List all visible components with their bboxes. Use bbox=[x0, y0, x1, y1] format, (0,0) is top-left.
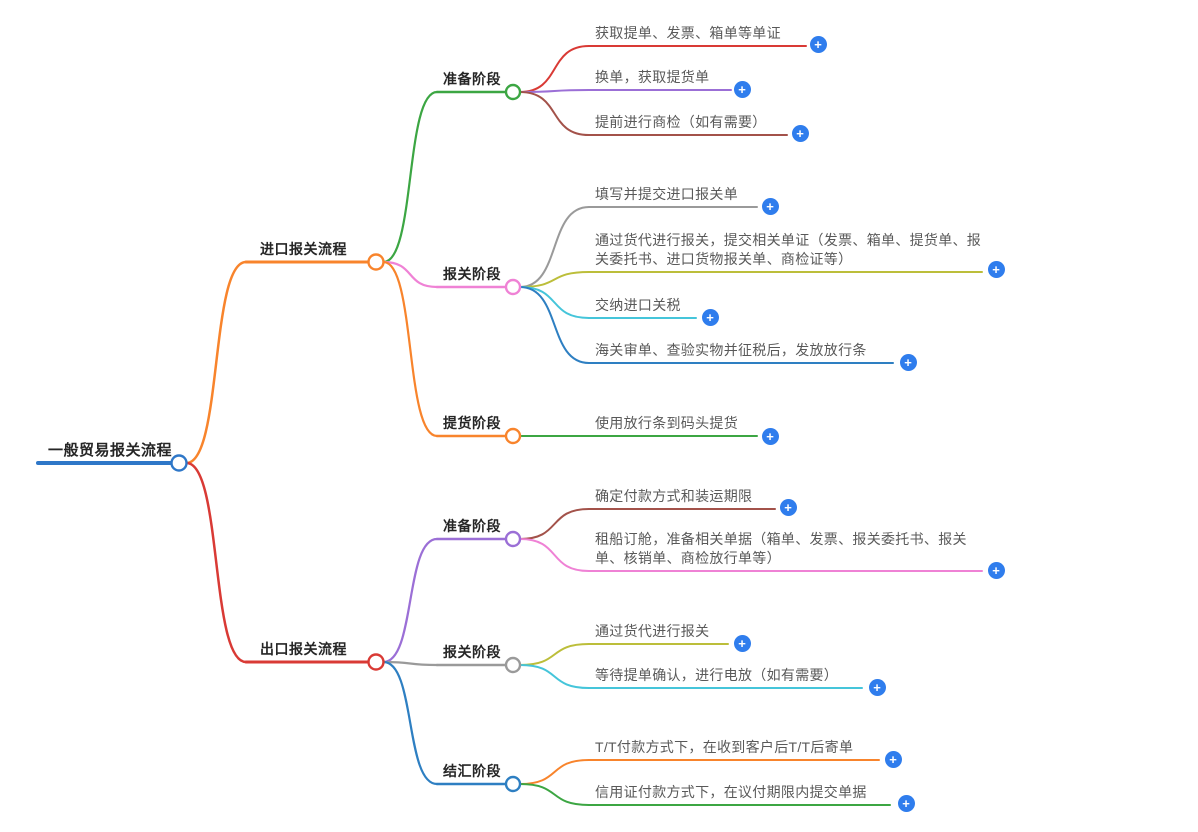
leaf-node-0-0-2-add-button[interactable]: + bbox=[791, 124, 809, 142]
connector-branch-stage bbox=[382, 260, 439, 438]
leaf-node-0-1-1-add-button[interactable]: + bbox=[987, 260, 1005, 278]
leaf-node-1-0-1-add-button[interactable]: + bbox=[987, 561, 1005, 579]
leaf-node-1-2-1[interactable]: 信用证付款方式下，在议付期限内提交单据 bbox=[595, 784, 867, 800]
stage-node-1-2[interactable]: 结汇阶段 bbox=[443, 763, 501, 779]
branch-handle-0[interactable] bbox=[367, 253, 385, 271]
plus-icon: + bbox=[706, 309, 714, 325]
leaf-node-0-2-0-add-button[interactable]: + bbox=[761, 427, 779, 445]
connector-stage-leaf bbox=[519, 783, 590, 806]
leaf-node-0-2-0[interactable]: 使用放行条到码头提货 bbox=[595, 415, 738, 431]
stage-node-0-2[interactable]: 提货阶段 bbox=[443, 415, 501, 431]
stage-node-1-0[interactable]: 准备阶段 bbox=[443, 518, 501, 534]
connector-branch-stage bbox=[382, 660, 439, 667]
connector-root-branch bbox=[185, 461, 248, 664]
connector-stage-leaf bbox=[519, 91, 590, 136]
connector-stage-leaf bbox=[519, 271, 590, 288]
plus-icon: + bbox=[766, 428, 774, 444]
stage-handle-0-1[interactable] bbox=[504, 278, 522, 296]
connector-stage-leaf bbox=[519, 538, 590, 572]
connector-stage-leaf bbox=[519, 206, 590, 288]
leaf-node-0-0-1-add-button[interactable]: + bbox=[733, 80, 751, 98]
branch-node-0[interactable]: 进口报关流程 bbox=[260, 241, 347, 257]
leaf-node-0-1-2[interactable]: 交纳进口关税 bbox=[595, 297, 681, 313]
leaf-node-1-1-1-add-button[interactable]: + bbox=[868, 678, 886, 696]
connector-stage-leaf bbox=[519, 508, 590, 540]
leaf-node-0-1-3-add-button[interactable]: + bbox=[899, 353, 917, 371]
leaf-node-1-2-0[interactable]: T/T付款方式下，在收到客户后T/T后寄单 bbox=[595, 739, 854, 755]
plus-icon: + bbox=[796, 125, 804, 141]
plus-icon: + bbox=[992, 562, 1000, 578]
connector-branch-stage bbox=[382, 537, 439, 664]
plus-icon: + bbox=[738, 81, 746, 97]
leaf-node-1-2-1-add-button[interactable]: + bbox=[897, 794, 915, 812]
stage-handle-1-0[interactable] bbox=[504, 530, 522, 548]
root-node[interactable]: 一般贸易报关流程 bbox=[48, 442, 173, 459]
connector-stage-leaf bbox=[519, 286, 590, 364]
leaf-node-1-0-1[interactable]: 租船订舱，准备相关单据（箱单、发票、报关委托书、报关单、核销单、商检放行单等） bbox=[595, 531, 967, 566]
leaf-node-1-0-0[interactable]: 确定付款方式和装运期限 bbox=[595, 488, 753, 504]
branch-handle-1[interactable] bbox=[367, 653, 385, 671]
plus-icon: + bbox=[873, 679, 881, 695]
leaf-node-1-1-0[interactable]: 通过货代进行报关 bbox=[595, 623, 710, 639]
connector-branch-stage bbox=[382, 660, 439, 786]
leaf-node-0-0-1[interactable]: 换单，获取提货单 bbox=[595, 69, 710, 85]
stage-node-0-1[interactable]: 报关阶段 bbox=[443, 266, 501, 282]
plus-icon: + bbox=[889, 751, 897, 767]
connector-stage-leaf bbox=[519, 89, 590, 93]
connector-stage-leaf bbox=[519, 643, 590, 666]
connector-branch-stage bbox=[382, 90, 439, 264]
leaf-node-0-1-0-add-button[interactable]: + bbox=[761, 197, 779, 215]
stage-node-1-1[interactable]: 报关阶段 bbox=[443, 644, 501, 660]
connector-stage-leaf bbox=[519, 45, 590, 93]
plus-icon: + bbox=[784, 499, 792, 515]
plus-icon: + bbox=[738, 635, 746, 651]
plus-icon: + bbox=[766, 198, 774, 214]
leaf-node-0-0-0[interactable]: 获取提单、发票、箱单等单证 bbox=[595, 25, 781, 41]
connector-stage-leaf bbox=[519, 759, 590, 785]
stage-handle-1-1[interactable] bbox=[504, 656, 522, 674]
plus-icon: + bbox=[814, 36, 822, 52]
connector-stage-leaf bbox=[519, 286, 590, 319]
leaf-node-0-1-3[interactable]: 海关审单、查验实物并征税后，发放放行条 bbox=[595, 342, 867, 358]
stage-handle-1-2[interactable] bbox=[504, 775, 522, 793]
leaf-node-0-1-1[interactable]: 通过货代进行报关，提交相关单证（发票、箱单、提货单、报关委托书、进口货物报关单、… bbox=[595, 232, 982, 267]
plus-icon: + bbox=[992, 261, 1000, 277]
plus-icon: + bbox=[904, 354, 912, 370]
leaf-node-1-0-0-add-button[interactable]: + bbox=[779, 498, 797, 516]
stage-handle-0-0[interactable] bbox=[504, 83, 522, 101]
connector-stage-leaf bbox=[519, 664, 590, 689]
branch-node-1[interactable]: 出口报关流程 bbox=[260, 641, 347, 657]
connector-branch-stage bbox=[382, 260, 439, 289]
leaf-node-1-1-0-add-button[interactable]: + bbox=[733, 634, 751, 652]
leaf-node-0-0-2[interactable]: 提前进行商检（如有需要） bbox=[595, 114, 767, 130]
stage-node-0-0[interactable]: 准备阶段 bbox=[443, 71, 501, 87]
leaf-node-0-0-0-add-button[interactable]: + bbox=[809, 35, 827, 53]
leaf-node-1-2-0-add-button[interactable]: + bbox=[884, 750, 902, 768]
root-handle[interactable] bbox=[170, 454, 188, 472]
leaf-node-0-1-2-add-button[interactable]: + bbox=[701, 308, 719, 326]
leaf-node-0-1-0[interactable]: 填写并提交进口报关单 bbox=[595, 186, 738, 202]
plus-icon: + bbox=[902, 795, 910, 811]
stage-handle-0-2[interactable] bbox=[504, 427, 522, 445]
connector-root-branch bbox=[185, 260, 248, 465]
leaf-node-1-1-1[interactable]: 等待提单确认，进行电放（如有需要） bbox=[595, 667, 839, 683]
